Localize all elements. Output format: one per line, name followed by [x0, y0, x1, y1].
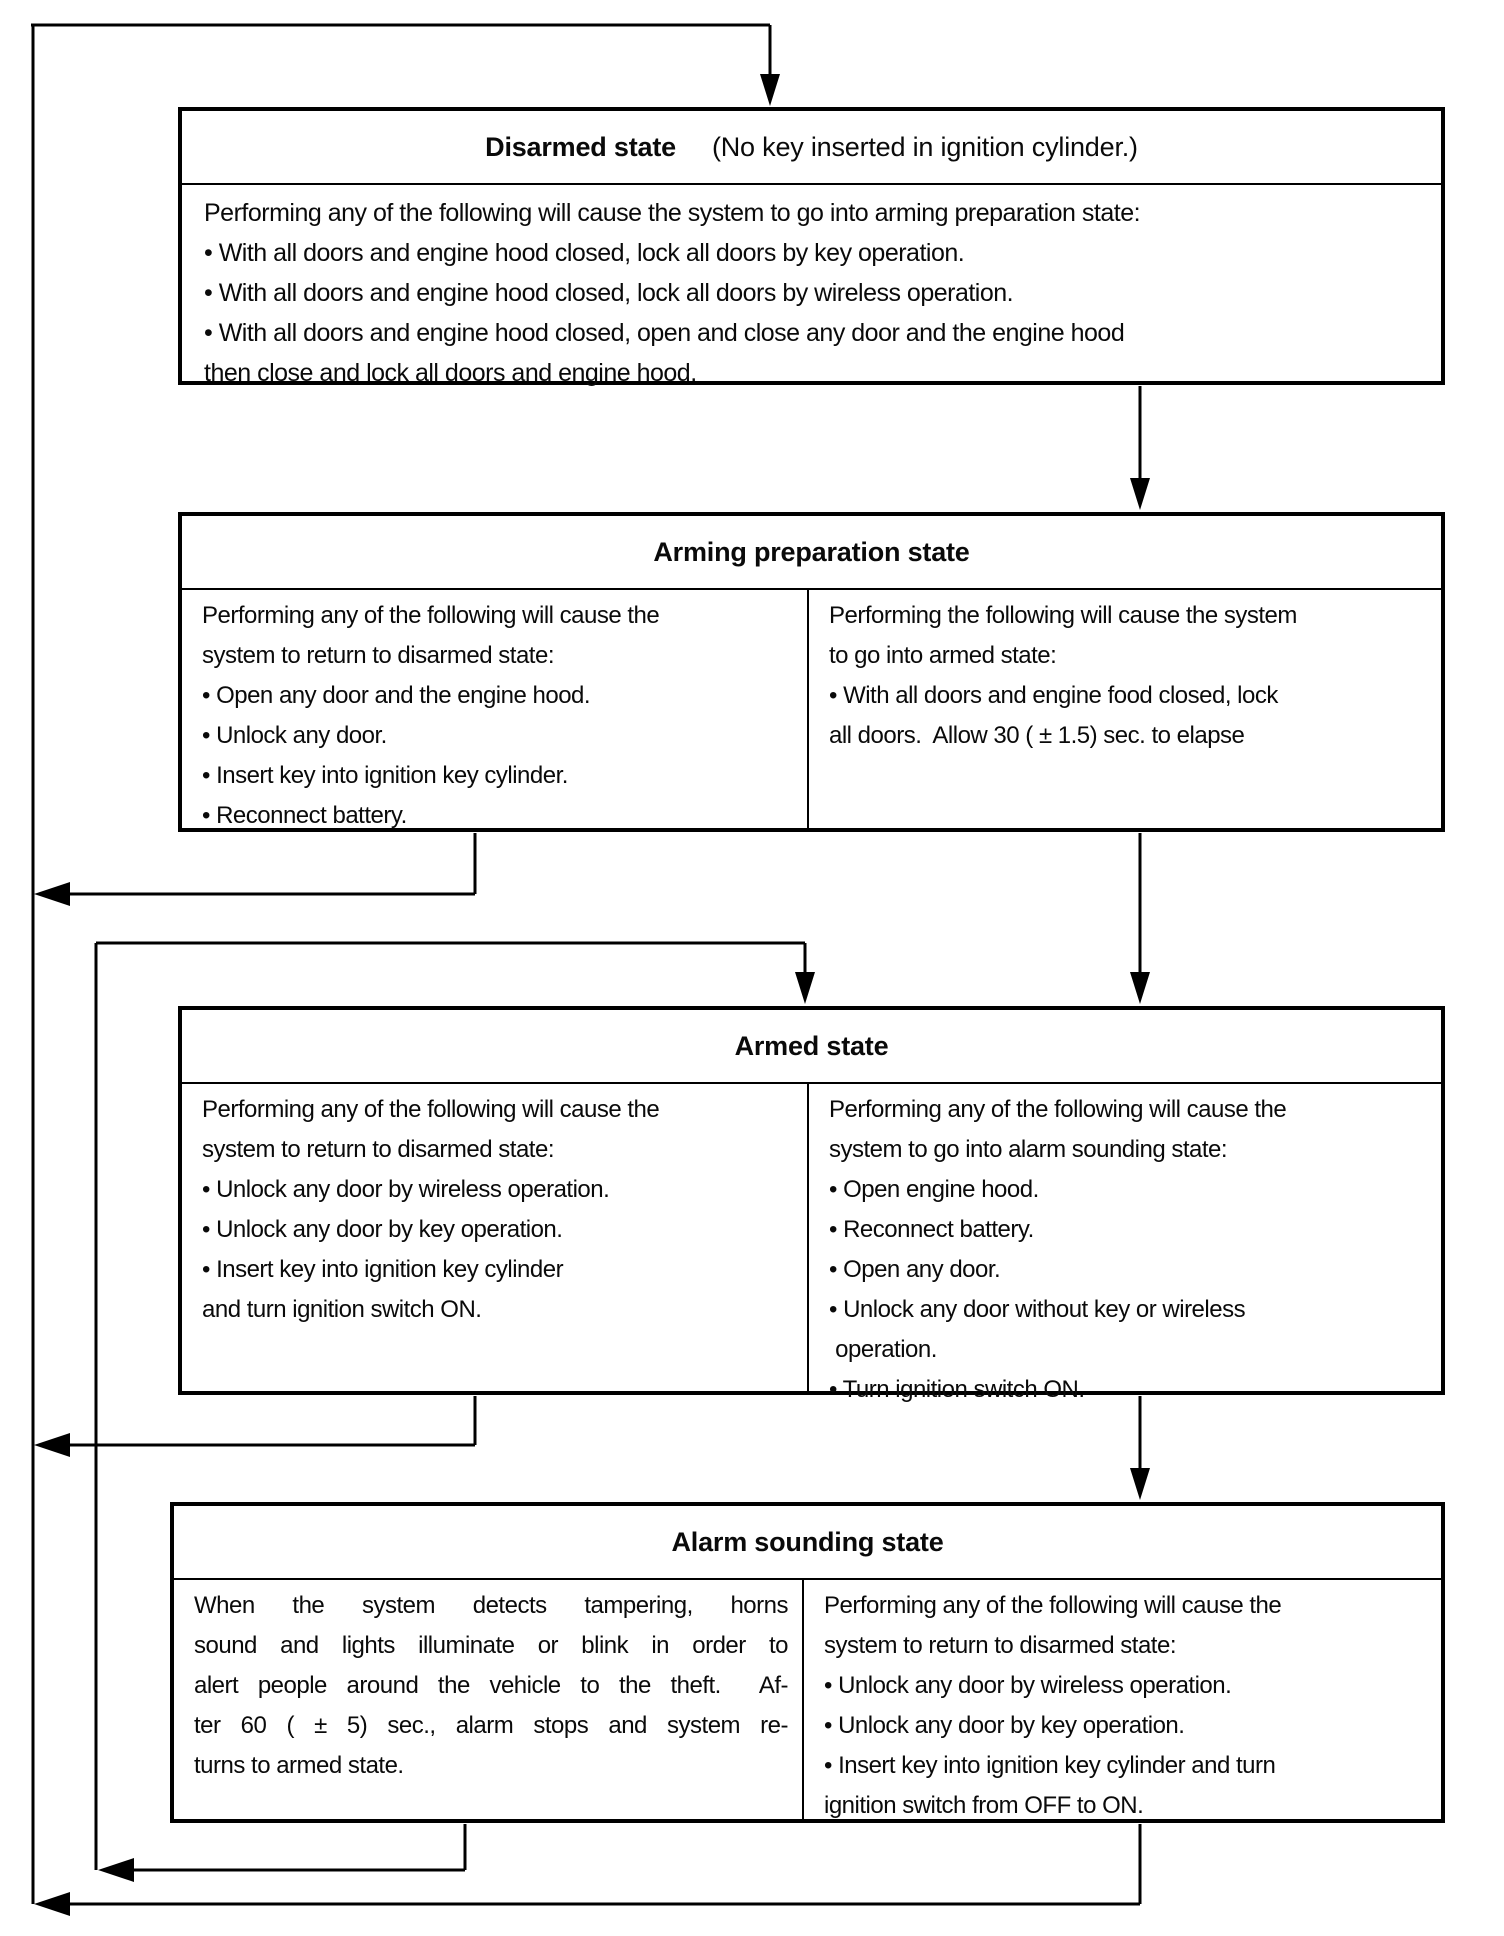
- text-line: and turn ignition switch ON.: [202, 1296, 482, 1323]
- text-line: • Insert key into ignition key cylinder …: [824, 1752, 1276, 1779]
- alarm-left-column: When the system detects tampering, horns…: [174, 1580, 804, 1819]
- text-line: • With all doors and engine food closed,…: [829, 682, 1278, 709]
- text-line: • Unlock any door by wireless operation.: [202, 1176, 610, 1203]
- alarm-right-column: Performing any of the following will cau…: [804, 1580, 1441, 1819]
- armed-left-column: Performing any of the following will cau…: [182, 1084, 809, 1391]
- text-line: When the system detects tampering, horns: [194, 1592, 789, 1619]
- text-line: ignition switch from OFF to ON.: [824, 1792, 1144, 1819]
- state-box-arming-preparation: Arming preparation state Performing any …: [178, 512, 1445, 832]
- text-line: to go into armed state:: [829, 642, 1057, 669]
- text-line: • Unlock any door without key or wireles…: [829, 1296, 1246, 1323]
- text-line: • With all doors and engine hood closed,…: [204, 279, 1014, 307]
- state-box-armed: Armed state Performing any of the follow…: [178, 1006, 1445, 1403]
- arming-prep-left-column: Performing any of the following will cau…: [182, 590, 809, 829]
- arrowhead-into-armed: [1130, 972, 1150, 1004]
- text-line: • Open engine hood.: [829, 1176, 1039, 1203]
- text-line: system to go into alarm sounding state:: [829, 1136, 1228, 1163]
- arrowhead-into-alarm: [1130, 1468, 1150, 1500]
- text-line: • Unlock any door.: [202, 722, 387, 749]
- armed-body: Performing any of the following will cau…: [182, 1084, 1441, 1403]
- arming-prep-body: Performing any of the following will cau…: [182, 590, 1441, 829]
- arming-prep-title: Arming preparation state: [653, 536, 970, 567]
- text-line: then close and lock all doors and engine…: [204, 359, 697, 387]
- arrowhead-into-disarmed: [760, 74, 780, 106]
- alarm-title: Alarm sounding state: [671, 1526, 944, 1557]
- text-line: • Insert key into ignition key cylinder.: [202, 762, 568, 789]
- text-line: • Open any door.: [829, 1256, 1001, 1283]
- text-line: • Unlock any door by key operation.: [202, 1216, 563, 1243]
- text-line: system to return to disarmed state:: [202, 642, 554, 669]
- armed-title-bar: Armed state: [182, 1010, 1441, 1084]
- arrowhead-into-arming-prep: [1130, 478, 1150, 510]
- alarm-body: When the system detects tampering, horns…: [174, 1580, 1441, 1819]
- armed-right-column: Performing any of the following will cau…: [809, 1084, 1441, 1403]
- text-line: • Insert key into ignition key cylinder: [202, 1256, 564, 1283]
- text-line: Performing the following will cause the …: [829, 602, 1297, 629]
- text-line: system to return to disarmed state:: [824, 1632, 1176, 1659]
- text-line: • With all doors and engine hood closed,…: [204, 319, 1125, 347]
- arming-prep-title-bar: Arming preparation state: [182, 516, 1441, 590]
- arrowhead-armed-return: [34, 1433, 70, 1457]
- text-line: ter 60 ( ± 5) sec., alarm stops and syst…: [194, 1712, 789, 1739]
- armed-title: Armed state: [734, 1030, 889, 1061]
- text-line: Performing any of the following will cau…: [202, 602, 660, 629]
- text-line: all doors. Allow 30 ( ± 1.5) sec. to ela…: [829, 722, 1245, 749]
- text-line: • With all doors and engine hood closed,…: [204, 239, 965, 267]
- arrowhead-alarm-to-armed: [98, 1858, 134, 1882]
- arrowhead-arming-prep-return: [34, 882, 70, 906]
- arrowhead-alarm-return: [34, 1892, 70, 1916]
- state-box-disarmed: Disarmed state (No key inserted in ignit…: [178, 107, 1445, 387]
- disarmed-title-note: (No key inserted in ignition cylinder.): [711, 131, 1138, 162]
- text-line: operation.: [829, 1336, 937, 1363]
- text-line: • Open any door and the engine hood.: [202, 682, 591, 709]
- text-line: • Unlock any door by wireless operation.: [824, 1672, 1232, 1699]
- text-line: alert people around the vehicle to the t…: [194, 1672, 789, 1699]
- text-line: system to return to disarmed state:: [202, 1136, 554, 1163]
- arrowhead-loop-into-armed: [795, 972, 815, 1004]
- text-line: • Reconnect battery.: [829, 1216, 1034, 1243]
- alarm-title-bar: Alarm sounding state: [174, 1506, 1441, 1580]
- disarmed-title-bar: Disarmed state (No key inserted in ignit…: [182, 111, 1441, 185]
- text-line: • Turn ignition switch ON.: [829, 1376, 1085, 1403]
- arming-prep-right-column: Performing the following will cause the …: [809, 590, 1441, 828]
- text-line: • Unlock any door by key operation.: [824, 1712, 1185, 1739]
- text-line: Performing any of the following will cau…: [202, 1096, 660, 1123]
- state-box-alarm-sounding: Alarm sounding state When the system det…: [170, 1502, 1445, 1823]
- text-line: Performing any of the following will cau…: [824, 1592, 1282, 1619]
- disarmed-body: Performing any of the following will cau…: [182, 185, 1441, 387]
- text-line: Performing any of the following will cau…: [204, 199, 1141, 227]
- text-line: sound and lights illuminate or blink in …: [194, 1632, 789, 1659]
- disarmed-title: Disarmed state: [485, 131, 676, 162]
- text-line: • Reconnect battery.: [202, 802, 407, 829]
- text-line: turns to armed state.: [194, 1752, 404, 1779]
- text-line: Performing any of the following will cau…: [829, 1096, 1287, 1123]
